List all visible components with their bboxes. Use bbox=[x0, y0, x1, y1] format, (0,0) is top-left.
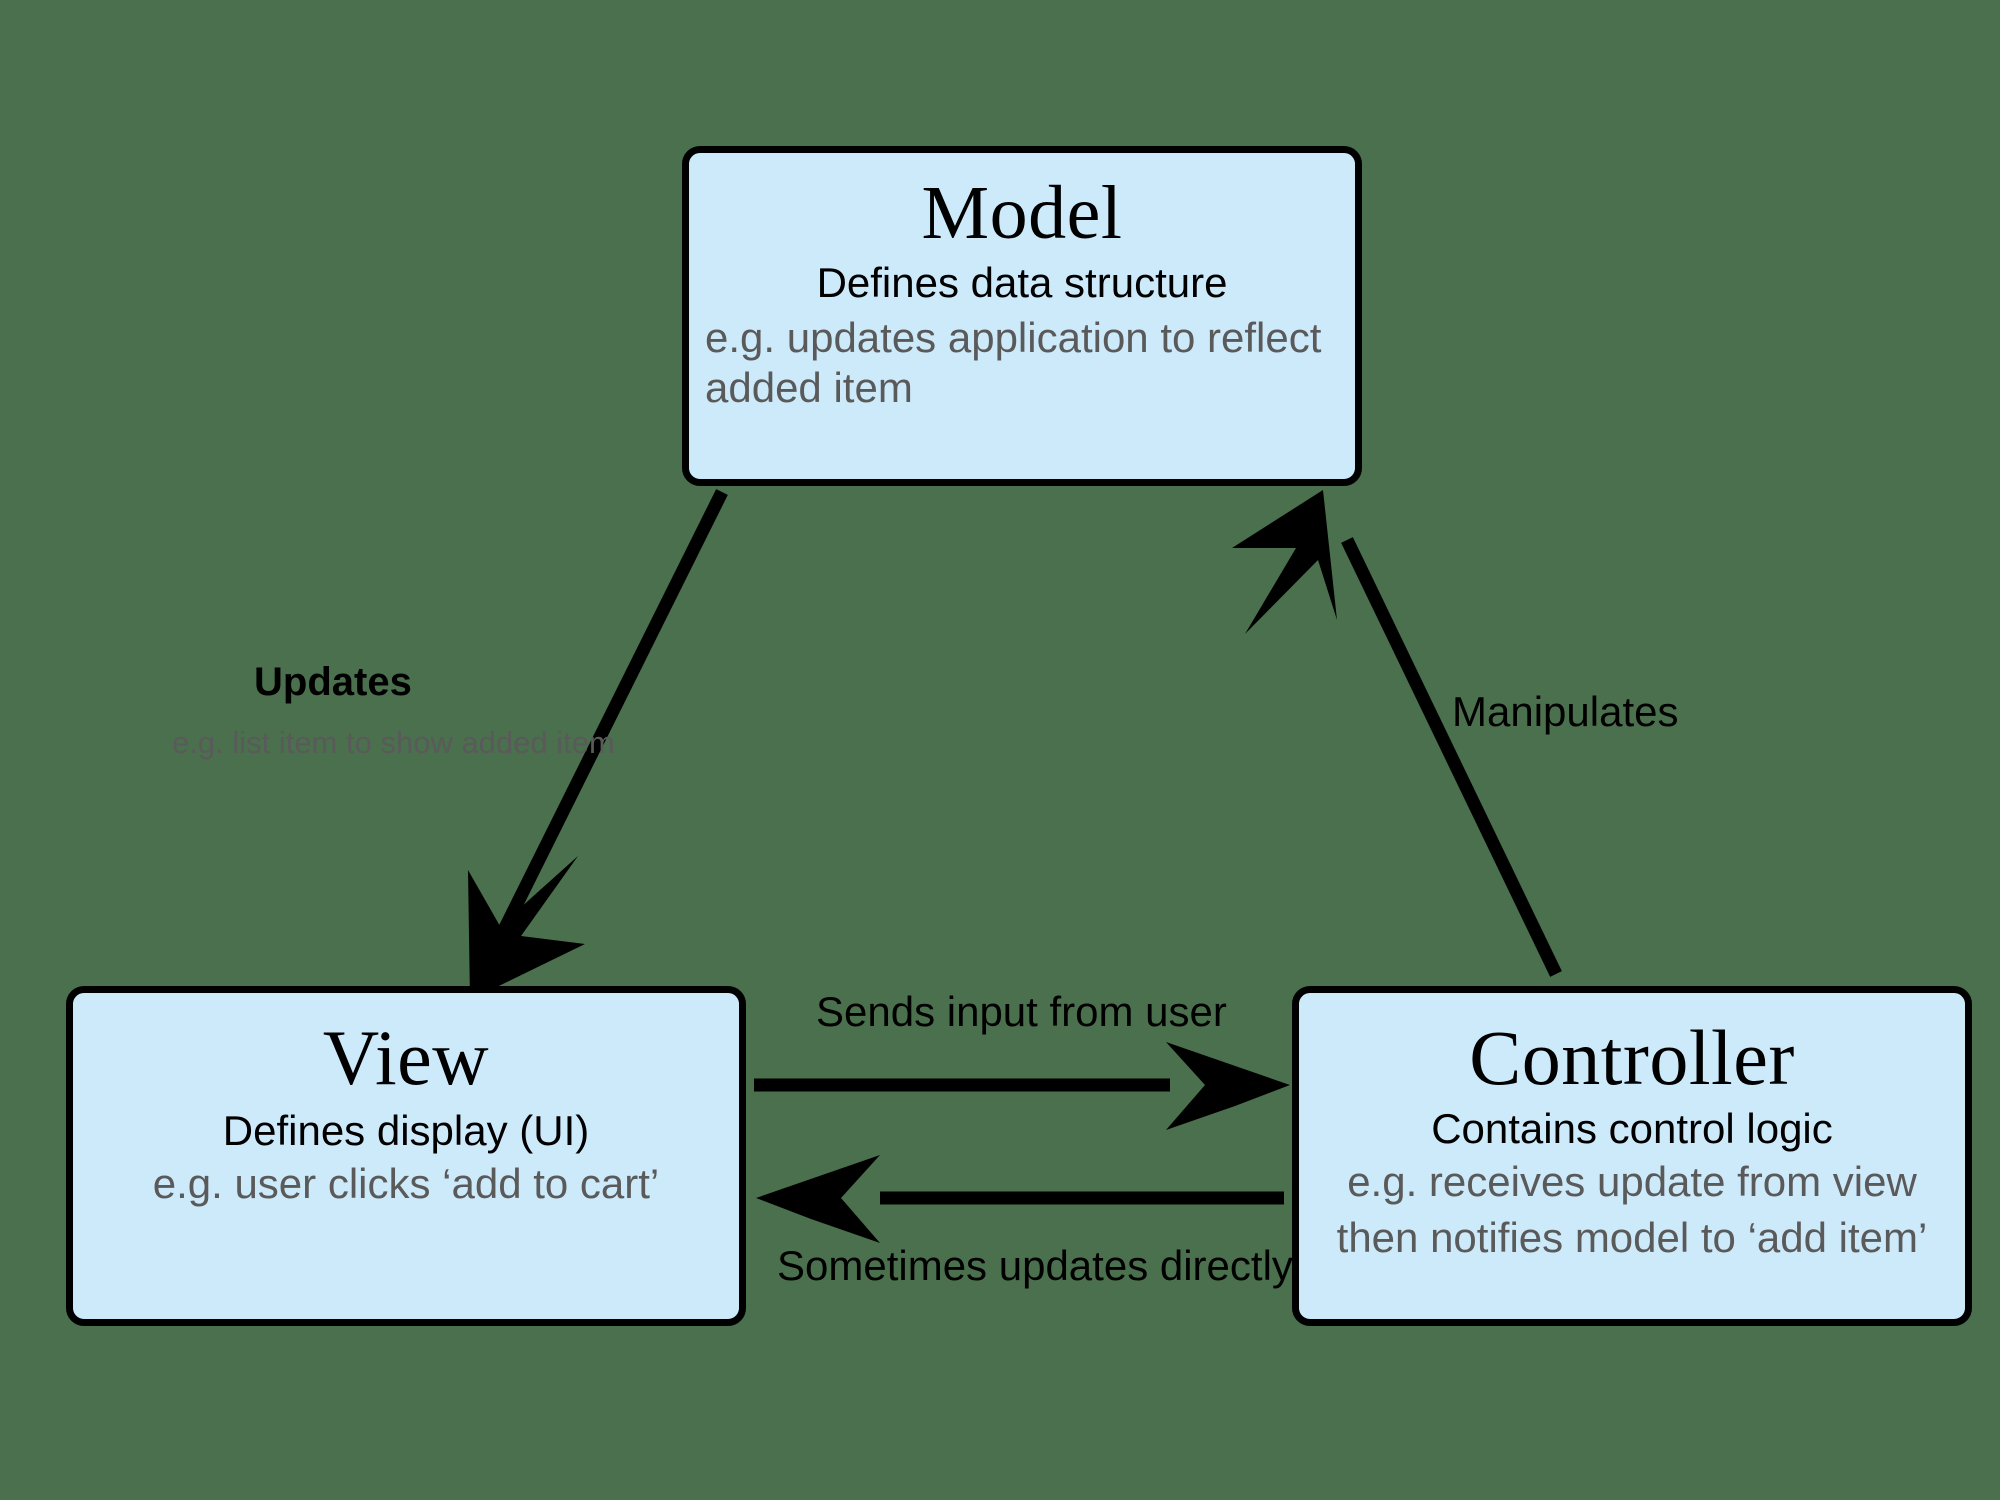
node-view[interactable]: View Defines display (UI) e.g. user clic… bbox=[66, 986, 746, 1326]
node-model-example: e.g. updates application to reflect adde… bbox=[705, 314, 1322, 411]
edge-model-to-view bbox=[468, 489, 728, 1000]
edge-label-sometimes-updates-directly: Sometimes updates directly bbox=[777, 1242, 1293, 1289]
edge-label-updates: Updates bbox=[254, 660, 412, 704]
node-controller-example-line1: e.g. receives update from view bbox=[1347, 1158, 1917, 1206]
node-view-subtitle: Defines display (UI) bbox=[222, 1107, 590, 1154]
node-model[interactable]: Model Defines data structure e.g. update… bbox=[682, 146, 1362, 486]
edge-label-manipulates: Manipulates bbox=[1452, 688, 1679, 735]
node-view-title: View bbox=[322, 1014, 490, 1101]
node-model-subtitle: Defines data structure bbox=[816, 259, 1228, 306]
edge-view-to-controller bbox=[754, 1042, 1290, 1130]
node-controller-subtitle: Contains control logic bbox=[1431, 1105, 1833, 1152]
node-view-example: e.g. user clicks ‘add to cart’ bbox=[152, 1160, 660, 1208]
edge-sublabel-updates: e.g. list item to show added item bbox=[172, 725, 615, 760]
node-controller-title: Controller bbox=[1469, 1014, 1795, 1101]
edge-controller-to-view bbox=[756, 1155, 1284, 1243]
edge-label-sends-input-from-user: Sends input from user bbox=[816, 988, 1227, 1035]
node-controller[interactable]: Controller Contains control logic e.g. r… bbox=[1292, 986, 1972, 1326]
node-controller-example-line2: then notifies model to ‘add item’ bbox=[1336, 1213, 1928, 1261]
edge-controller-to-model bbox=[1232, 490, 1562, 977]
node-model-title: Model bbox=[921, 171, 1123, 255]
